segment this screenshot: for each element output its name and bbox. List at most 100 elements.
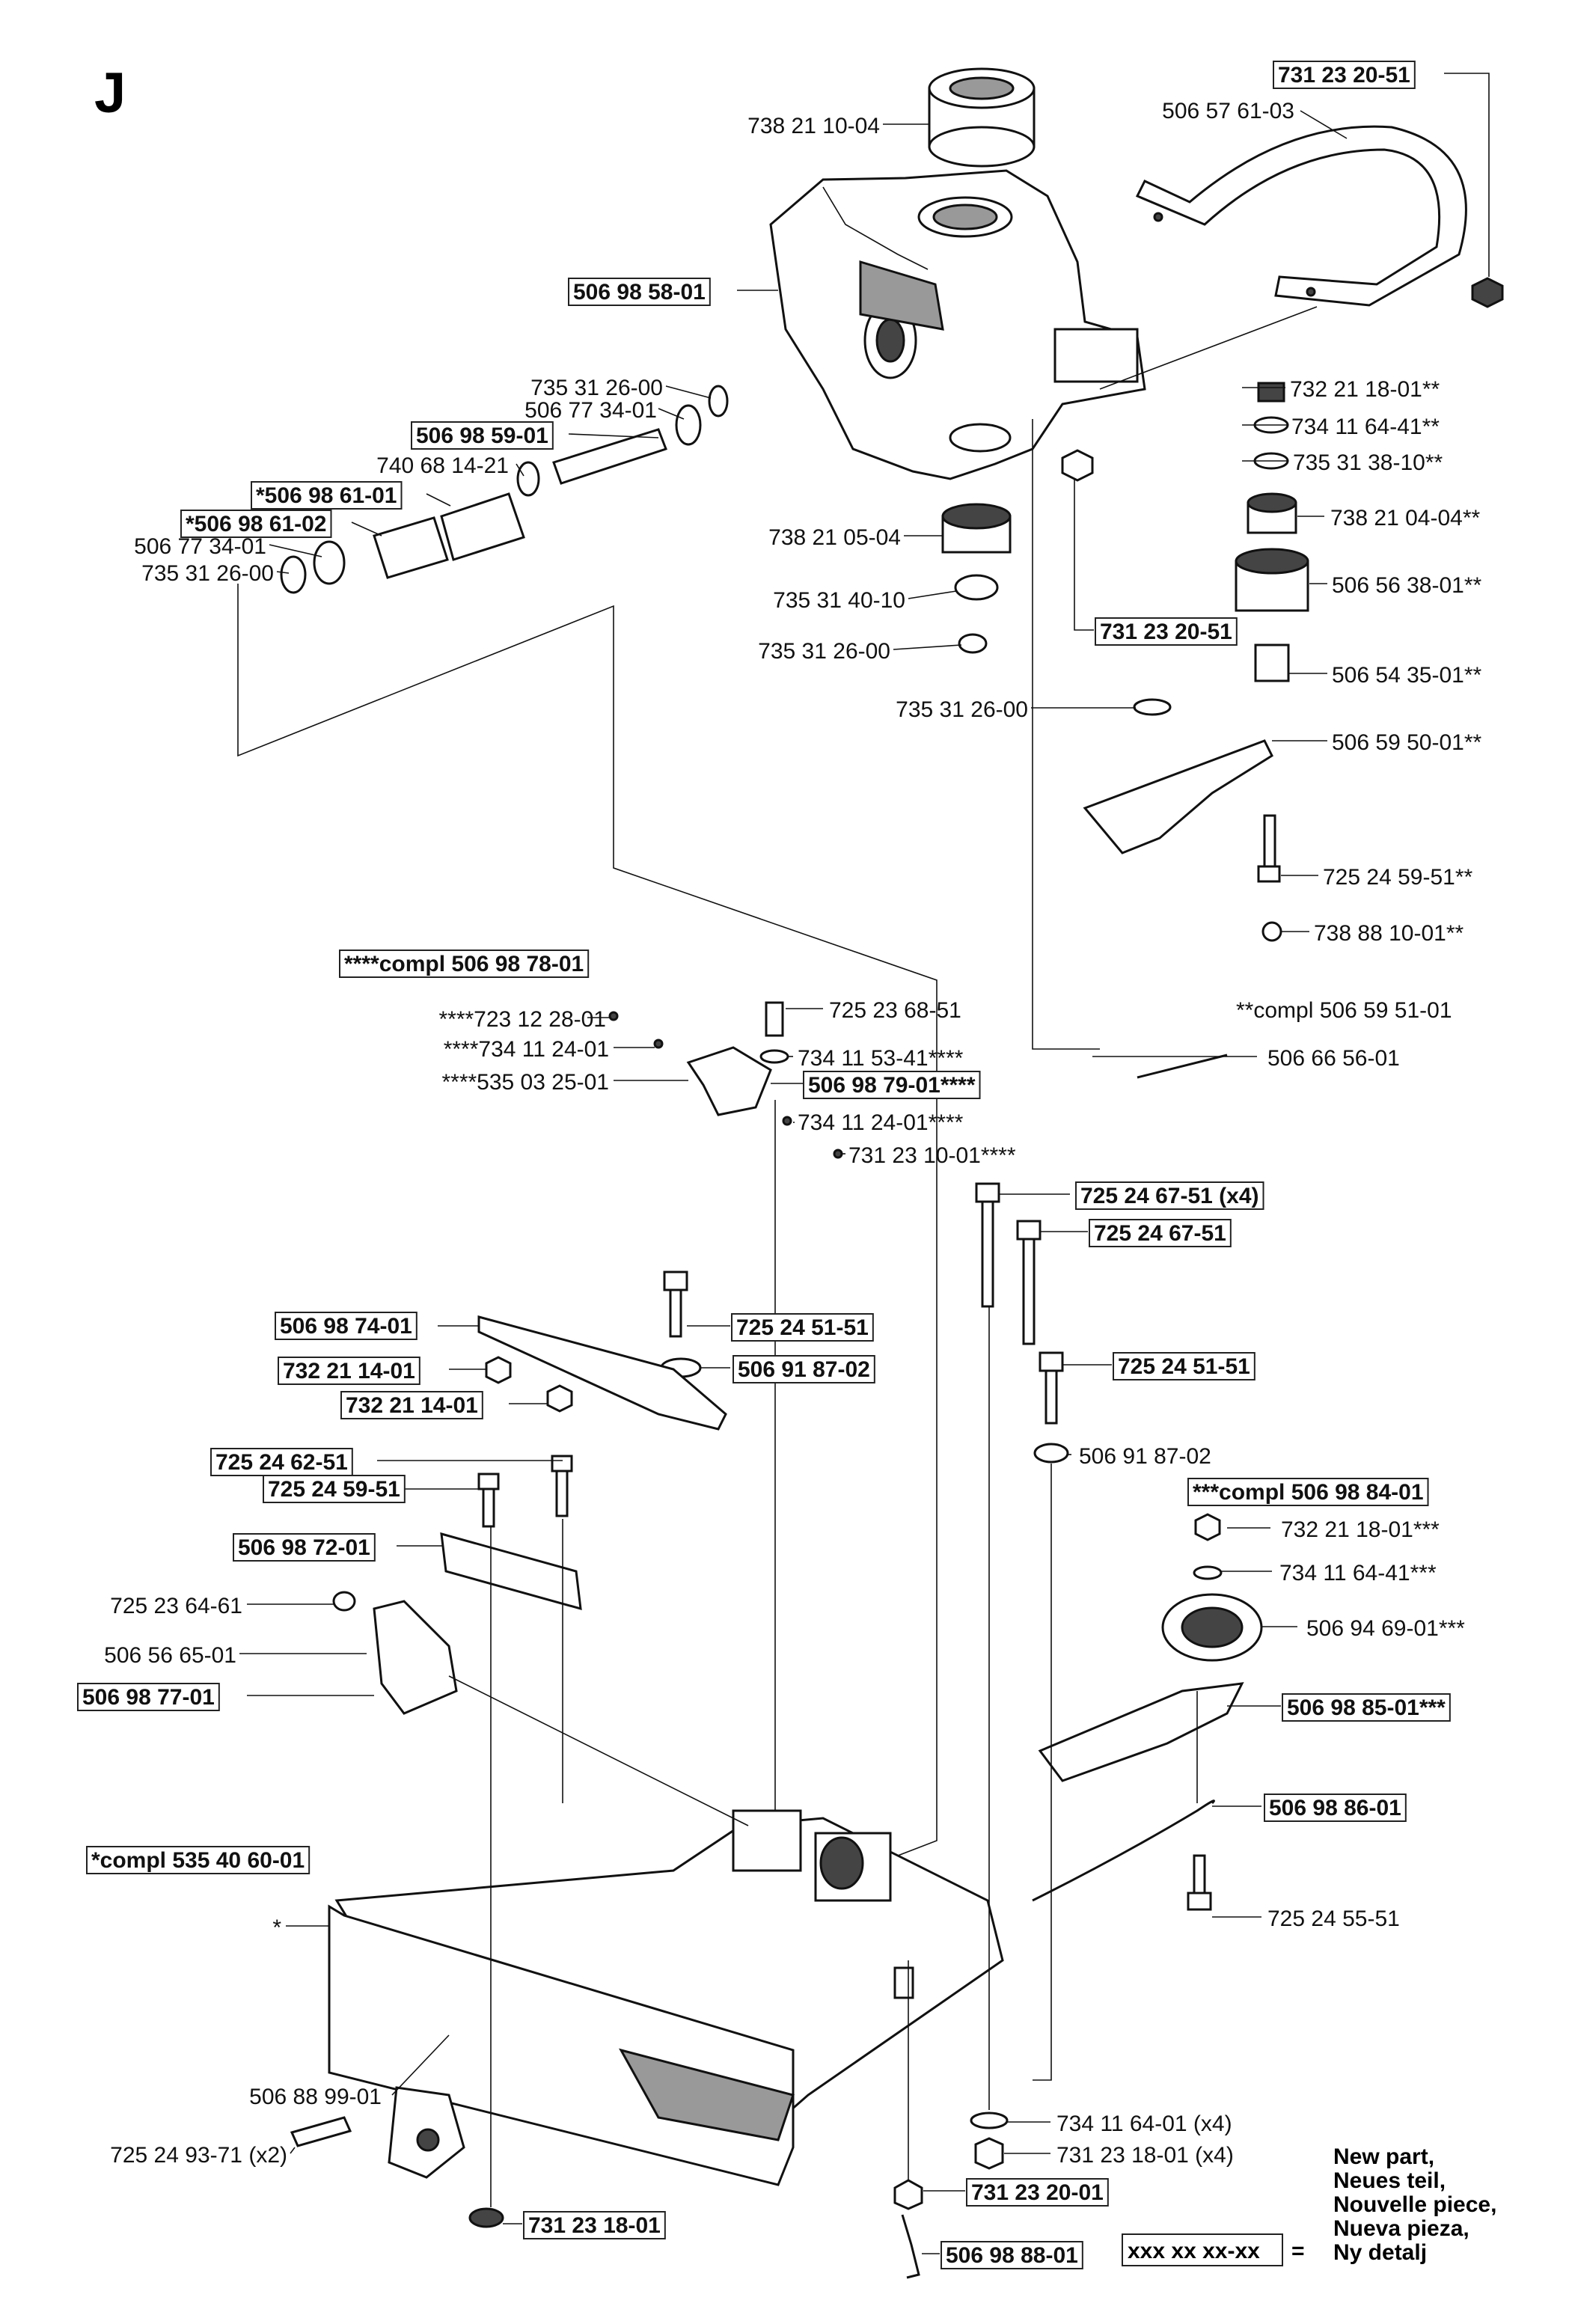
part-number-text: **compl 506 59 51-01 — [1236, 998, 1452, 1023]
part-label: 731 23 18-01 — [523, 2211, 666, 2239]
part-label: 506 59 50-01** — [1332, 730, 1481, 755]
part-label: 731 23 10-01**** — [848, 1143, 1016, 1168]
base-frame — [328, 1809, 1004, 2186]
part-number-text: 732 21 14-01 — [346, 1393, 478, 1418]
part-number-box — [966, 2178, 1109, 2207]
part-label: 738 88 10-01** — [1314, 921, 1464, 946]
part-label: 732 21 14-01 — [340, 1391, 483, 1419]
part-label: 506 54 35-01** — [1332, 663, 1481, 688]
clamp-band — [1135, 125, 1504, 308]
part-labels: 738 21 10-04 731 23 20-51 506 57 61-03 506 … — [77, 61, 1481, 2269]
section-letter: J — [94, 61, 126, 125]
part-label: 732 21 18-01** — [1290, 377, 1440, 402]
part-number-text: 735 31 26-00 — [530, 376, 663, 400]
part-label: 725 24 59-51** — [1323, 865, 1472, 890]
part-number-text: 731 23 18-01 (x4) — [1056, 2143, 1234, 2168]
part-label: *506 98 61-02 — [180, 510, 332, 538]
part-label: 735 31 26-00 — [758, 639, 890, 664]
part-number-text: ****723 12 28-01 — [438, 1007, 606, 1032]
part-number-text: 506 91 87-02 — [1079, 1444, 1211, 1469]
part-number-text: 735 31 26-00 — [141, 561, 274, 586]
steering-housing — [769, 169, 1146, 480]
part-number-box — [1264, 1794, 1407, 1822]
part-number-text: 734 11 64-41** — [1291, 415, 1440, 439]
part-number-text: 506 98 74-01 — [280, 1314, 412, 1339]
part-number-box — [251, 481, 403, 510]
part-label: 506 98 58-01 — [568, 278, 711, 306]
part-label: 506 98 59-01 — [411, 421, 554, 450]
part-number-text: 725 24 51-51 — [736, 1315, 869, 1340]
part-number-text: 734 11 64-01 (x4) — [1056, 2112, 1232, 2136]
part-number-text: 506 59 50-01** — [1332, 730, 1481, 755]
top-bearing — [928, 67, 1036, 168]
part-number-box — [1113, 1352, 1255, 1380]
part-label: ****535 03 25-01 — [441, 1070, 609, 1095]
part-label: 725 24 62-51 — [210, 1448, 353, 1476]
part-label: 506 88 99-01 — [249, 2085, 382, 2109]
part-number-text: 725 24 62-51 — [215, 1450, 348, 1475]
part-number-text: *compl 535 40 60-01 — [91, 1848, 305, 1873]
legend-line-fr: Nouvelle piece, — [1333, 2192, 1496, 2217]
part-number-text: 506 77 34-01 — [524, 398, 657, 423]
part-number-text: 506 57 61-03 — [1162, 99, 1294, 123]
part-label: 506 98 74-01 — [275, 1312, 418, 1340]
part-label: 731 23 20-01 — [966, 2178, 1109, 2207]
part-number-text: 738 88 10-01** — [1314, 921, 1464, 946]
part-number-text: 735 31 26-00 — [896, 697, 1028, 722]
part-label: ***compl 506 98 84-01 — [1187, 1478, 1429, 1506]
part-number-text: ****compl 506 98 78-01 — [344, 952, 584, 976]
part-label: 725 24 51-51 — [1113, 1352, 1255, 1380]
part-number-box — [568, 278, 711, 306]
part-label: 738 21 10-04 — [747, 114, 880, 138]
leader-lines — [237, 73, 1490, 2254]
left-bar-assembly — [332, 1270, 727, 1715]
part-number-text: 731 23 20-51 — [1278, 63, 1410, 88]
part-number-text: ***compl 506 98 84-01 — [1193, 1480, 1424, 1505]
part-label: *506 98 61-01 — [251, 481, 403, 510]
part-number-box — [233, 1533, 376, 1562]
part-number-box — [1089, 1219, 1232, 1247]
pulley-assembly — [1032, 1513, 1263, 1911]
bottom-fasteners — [290, 2086, 1009, 2279]
legend: xxx xx xx-xx = New part, Neues teil, Nou… — [1122, 2144, 1496, 2266]
part-label: 734 11 64-41*** — [1279, 1561, 1437, 1585]
legend-line-sv: Ny detalj — [1333, 2240, 1427, 2265]
part-label: 734 11 24-01**** — [798, 1110, 964, 1135]
part-label: 731 23 18-01 (x4) — [1056, 2143, 1234, 2168]
part-label: 725 23 68-51 — [829, 998, 961, 1023]
part-label: 735 31 40-10 — [773, 588, 905, 613]
part-number-text: 732 21 14-01 — [283, 1359, 415, 1383]
part-label: ****723 12 28-01 — [438, 1007, 606, 1032]
part-number-box — [803, 1071, 981, 1099]
part-number-text: 725 24 59-51** — [1323, 865, 1472, 890]
part-number-text: 506 98 79-01**** — [808, 1073, 976, 1098]
part-label: 506 94 69-01*** — [1306, 1616, 1465, 1641]
part-number-text: 506 77 34-01 — [134, 534, 266, 559]
part-number-text: 506 98 59-01 — [416, 423, 548, 448]
part-label: 725 24 93-71 (x2) — [110, 2143, 287, 2168]
part-number-text: 738 21 10-04 — [747, 114, 880, 138]
part-label: ****734 11 24-01 — [444, 1037, 609, 1062]
part-number-text: 725 24 59-51 — [268, 1477, 400, 1502]
part-number-box — [180, 510, 332, 538]
part-number-text: 738 21 05-04 — [768, 525, 901, 550]
part-label: 735 31 26-00 — [141, 561, 274, 586]
part-label: 506 91 87-02 — [1079, 1444, 1211, 1469]
part-label: 735 31 26-00 — [896, 697, 1028, 722]
part-label: 506 98 86-01 — [1264, 1794, 1407, 1822]
part-number-box — [1282, 1693, 1451, 1722]
part-number-text: 735 31 38-10** — [1293, 450, 1443, 475]
legend-sample-box — [1122, 2233, 1283, 2266]
legend-sample: xxx xx xx-xx — [1128, 2239, 1260, 2263]
part-number-text: 731 23 20-51 — [1100, 620, 1232, 644]
axle-pin-assembly — [280, 385, 729, 594]
lower-bearing — [941, 449, 1094, 654]
part-number-text: 506 98 77-01 — [82, 1685, 215, 1710]
part-label: 506 66 56-01 — [1267, 1046, 1400, 1071]
part-label: 738 21 05-04 — [768, 525, 901, 550]
part-label: 725 24 51-51 — [731, 1313, 874, 1342]
part-label: 725 23 64-61 — [110, 1594, 242, 1618]
legend-line-de: Neues teil, — [1333, 2168, 1446, 2193]
part-label: 725 24 67-51 (x4) — [1075, 1181, 1264, 1210]
